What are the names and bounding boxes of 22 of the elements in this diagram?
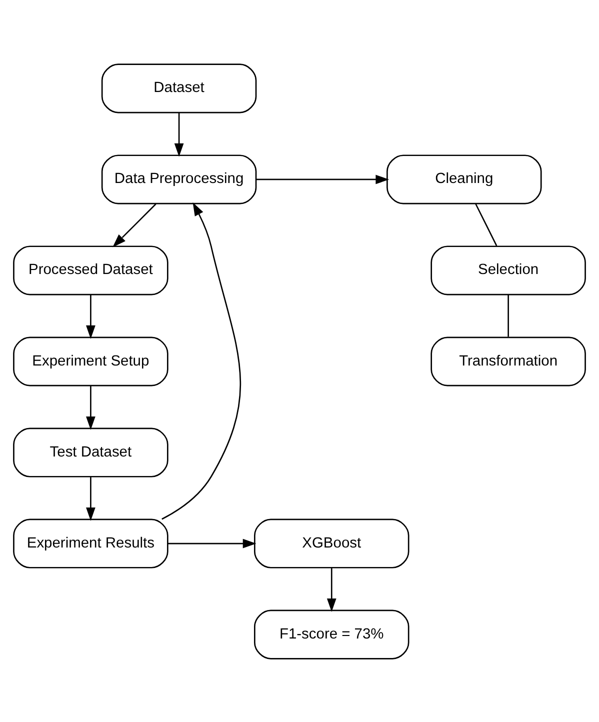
- arrow: [168, 538, 256, 548]
- node-box: Experiment Setup: [13, 336, 168, 386]
- arrow: [326, 568, 336, 612]
- arrow: [112, 203, 156, 247]
- node-box: Selection: [430, 245, 586, 295]
- node-box: Data Preprocessing: [101, 154, 257, 204]
- connector: [508, 294, 509, 336]
- arrow: [174, 112, 184, 156]
- arrow: [86, 294, 96, 338]
- node-box: Processed Dataset: [13, 245, 168, 295]
- node-box: Test Dataset: [13, 427, 168, 477]
- arrow: [162, 202, 242, 520]
- connector: [475, 203, 498, 246]
- arrow: [86, 386, 96, 430]
- node-box: Experiment Results: [13, 518, 168, 568]
- arrow: [256, 174, 390, 184]
- node-box: Cleaning: [386, 154, 542, 204]
- node-box: F1-score = 73%: [254, 609, 410, 659]
- node-box: XGBoost: [254, 518, 410, 568]
- arrow: [86, 476, 96, 520]
- node-box: Transformation: [430, 336, 586, 386]
- node-box: Dataset: [101, 63, 257, 113]
